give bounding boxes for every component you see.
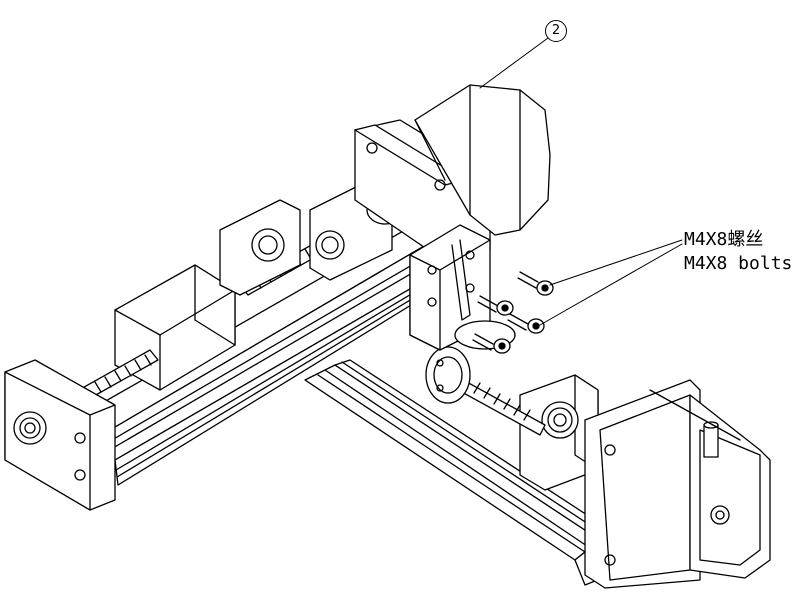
- bolt: [517, 271, 554, 296]
- bolt-leader: [539, 243, 683, 326]
- callout-leader: [479, 37, 549, 89]
- lower-ball-screw: [425, 346, 546, 436]
- adapter-plate: [409, 224, 516, 351]
- callout-circle: [545, 20, 567, 42]
- lower-axis-rail: [304, 359, 611, 586]
- callout-number: 2: [551, 23, 561, 38]
- front-stepper-motor: [584, 379, 771, 589]
- bolt: [507, 313, 545, 334]
- left-end-plate: [4, 359, 116, 511]
- bolts: [472, 271, 554, 354]
- bolt-leader: [549, 239, 683, 286]
- bolt-label-cn: M4X8螺丝: [684, 229, 764, 250]
- bolt-label-en: M4X8 bolts: [684, 253, 793, 274]
- bolt: [477, 295, 514, 316]
- bolt: [472, 333, 511, 354]
- leader-lines: [479, 37, 683, 326]
- rear-stepper-motor: [354, 84, 551, 259]
